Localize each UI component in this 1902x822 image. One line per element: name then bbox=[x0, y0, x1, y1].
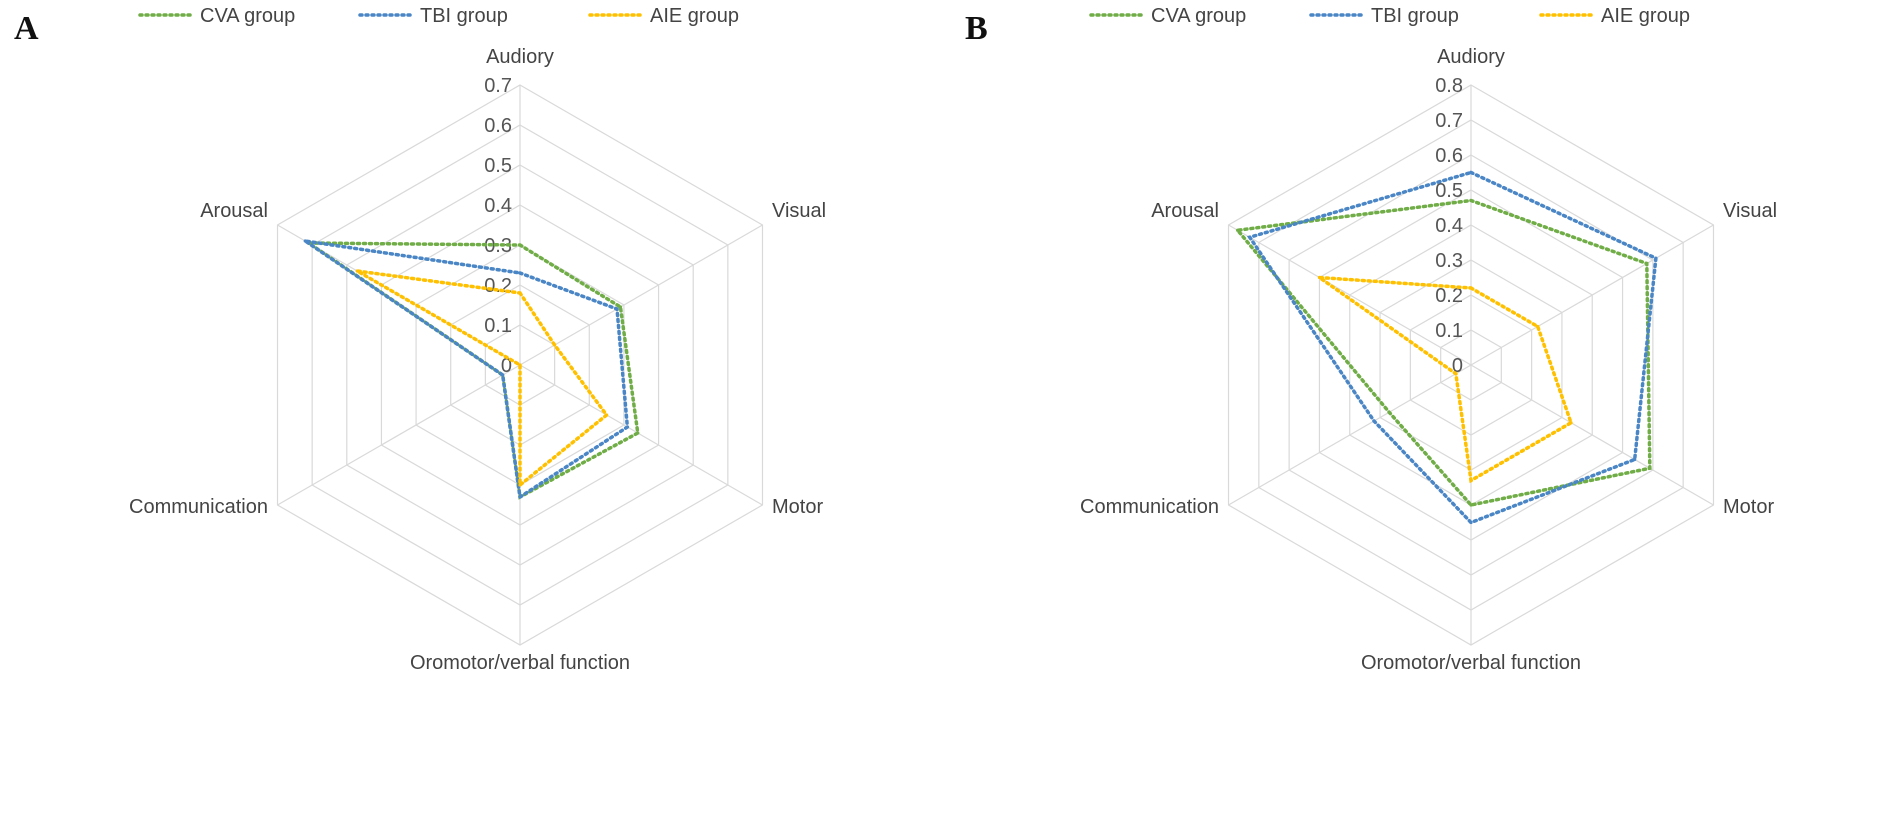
data-point bbox=[1248, 235, 1252, 239]
tick-label: 0.1 bbox=[1435, 320, 1463, 342]
category-label: Oromotor/verbal function bbox=[410, 652, 630, 674]
axis-spoke bbox=[519, 224, 763, 366]
tick-label: 0.6 bbox=[484, 115, 512, 137]
data-point bbox=[605, 413, 609, 417]
panel-label-a: A bbox=[14, 10, 39, 47]
data-point bbox=[518, 243, 522, 247]
axis-spoke bbox=[277, 364, 521, 506]
tick-label: 0.4 bbox=[1435, 215, 1463, 237]
data-point bbox=[1387, 410, 1391, 414]
legend-label: AIE group bbox=[650, 5, 739, 27]
data-point bbox=[625, 425, 629, 429]
series-line-aie bbox=[1313, 275, 1574, 484]
data-point bbox=[518, 483, 522, 487]
data-point bbox=[518, 291, 522, 295]
data-point bbox=[1454, 372, 1458, 376]
axis-spoke bbox=[519, 364, 763, 506]
axis-spoke bbox=[1470, 224, 1714, 366]
data-point bbox=[518, 495, 522, 499]
legend-label: TBI group bbox=[1371, 5, 1459, 27]
data-point bbox=[501, 373, 505, 377]
data-point bbox=[1236, 228, 1240, 232]
axis-spoke bbox=[1228, 224, 1472, 366]
data-point bbox=[1469, 198, 1473, 203]
data-point bbox=[636, 431, 640, 435]
data-point bbox=[1569, 421, 1573, 425]
data-point bbox=[1645, 261, 1649, 266]
axis-spoke bbox=[1228, 364, 1472, 506]
data-point bbox=[303, 239, 307, 243]
data-point bbox=[615, 307, 619, 311]
radar-chart-b: 0 0.1 0.2 0.3 0.4 0.5 0.6 0.7 0.8 AudioryVisualMo… bbox=[1080, 5, 1777, 674]
legend-label: CVA group bbox=[1151, 5, 1246, 27]
category-label: Arousal bbox=[1151, 200, 1219, 222]
tick-label: 0.2 bbox=[484, 275, 512, 297]
data-point bbox=[1469, 286, 1473, 290]
category-label: Arousal bbox=[200, 200, 268, 222]
data-point bbox=[1654, 256, 1658, 260]
tick-label: 0.5 bbox=[484, 155, 512, 177]
data-point bbox=[1536, 324, 1540, 329]
data-point bbox=[1648, 466, 1652, 470]
category-label: Motor bbox=[772, 496, 823, 518]
data-point bbox=[618, 305, 623, 309]
legend-label: CVA group bbox=[200, 5, 295, 27]
category-label: Motor bbox=[1723, 496, 1774, 518]
tick-label: 0.2 bbox=[1435, 285, 1463, 307]
tick-label: 0.8 bbox=[1435, 75, 1463, 97]
category-label: Visual bbox=[1723, 200, 1777, 222]
tick-label: 0 bbox=[501, 355, 512, 377]
radar-chart-a: 00.10.20.30.40.50.60.7AudioryVisualMotor… bbox=[129, 5, 826, 674]
category-label: Audiory bbox=[486, 46, 554, 68]
axis-spoke bbox=[1470, 364, 1714, 506]
category-label: Audiory bbox=[1437, 46, 1505, 68]
data-point bbox=[1469, 478, 1473, 483]
data-point bbox=[518, 363, 522, 367]
data-point bbox=[518, 271, 522, 275]
tick-label: 0.1 bbox=[484, 315, 512, 337]
data-point bbox=[1372, 419, 1376, 423]
legend-label: AIE group bbox=[1601, 5, 1690, 27]
data-point bbox=[1633, 457, 1637, 462]
tick-label: 0.7 bbox=[484, 75, 512, 97]
data-point bbox=[553, 343, 557, 347]
legend-label: TBI group bbox=[420, 5, 508, 27]
data-point bbox=[1469, 170, 1473, 175]
data-point bbox=[1469, 503, 1473, 507]
data-point bbox=[1469, 520, 1473, 525]
tick-label: 0 bbox=[1452, 355, 1463, 377]
data-point bbox=[355, 269, 359, 273]
category-label: Visual bbox=[772, 200, 826, 222]
tick-label: 0.5 bbox=[1435, 180, 1463, 202]
tick-label: 0.7 bbox=[1435, 110, 1463, 132]
series-line-cva bbox=[1234, 198, 1652, 507]
tick-label: 0.4 bbox=[484, 195, 512, 217]
category-label: Communication bbox=[1080, 496, 1219, 518]
category-label: Communication bbox=[129, 496, 268, 518]
tick-label: 0.3 bbox=[1435, 250, 1463, 272]
category-label: Oromotor/verbal function bbox=[1361, 652, 1581, 674]
panel-label-b: B bbox=[965, 10, 988, 47]
tick-label: 0.6 bbox=[1435, 145, 1463, 167]
data-point bbox=[1317, 275, 1322, 280]
